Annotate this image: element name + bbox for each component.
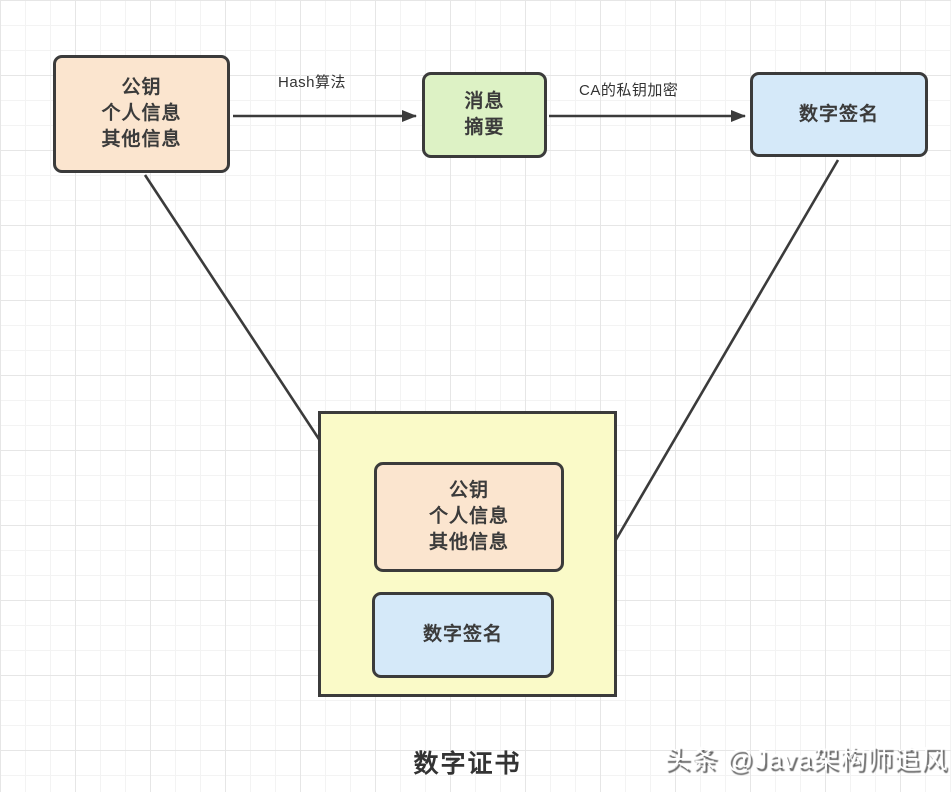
diagram-title: 数字证书 bbox=[413, 750, 522, 778]
source-info-box: 公钥 个人信息 其他信息 bbox=[53, 55, 230, 173]
digital-signature-label: 数字签名 bbox=[798, 103, 879, 125]
watermark-text: 头条 @Java架构师追风 bbox=[664, 744, 948, 774]
certificate-info-line: 个人信息 bbox=[428, 506, 509, 527]
source-info-line: 公钥 bbox=[121, 77, 162, 98]
source-info-line: 其他信息 bbox=[101, 129, 182, 150]
message-digest-line: 消息 bbox=[464, 91, 505, 112]
encrypt-edge-label: CA的私钥加密 bbox=[579, 82, 679, 99]
digital-signature-box: 数字签名 bbox=[750, 72, 928, 157]
certificate-signature-label: 数字签名 bbox=[422, 624, 503, 645]
source-info-line: 个人信息 bbox=[101, 103, 182, 124]
message-digest-box: 消息 摘要 bbox=[422, 72, 547, 158]
certificate-info-box: 公钥 个人信息 其他信息 bbox=[374, 462, 564, 572]
certificate-info-line: 公钥 bbox=[448, 480, 489, 501]
message-digest-line: 摘要 bbox=[464, 117, 505, 138]
hash-edge-label: Hash算法 bbox=[278, 74, 347, 91]
certificate-info-line: 其他信息 bbox=[428, 532, 509, 553]
certificate-signature-box: 数字签名 bbox=[372, 592, 554, 678]
